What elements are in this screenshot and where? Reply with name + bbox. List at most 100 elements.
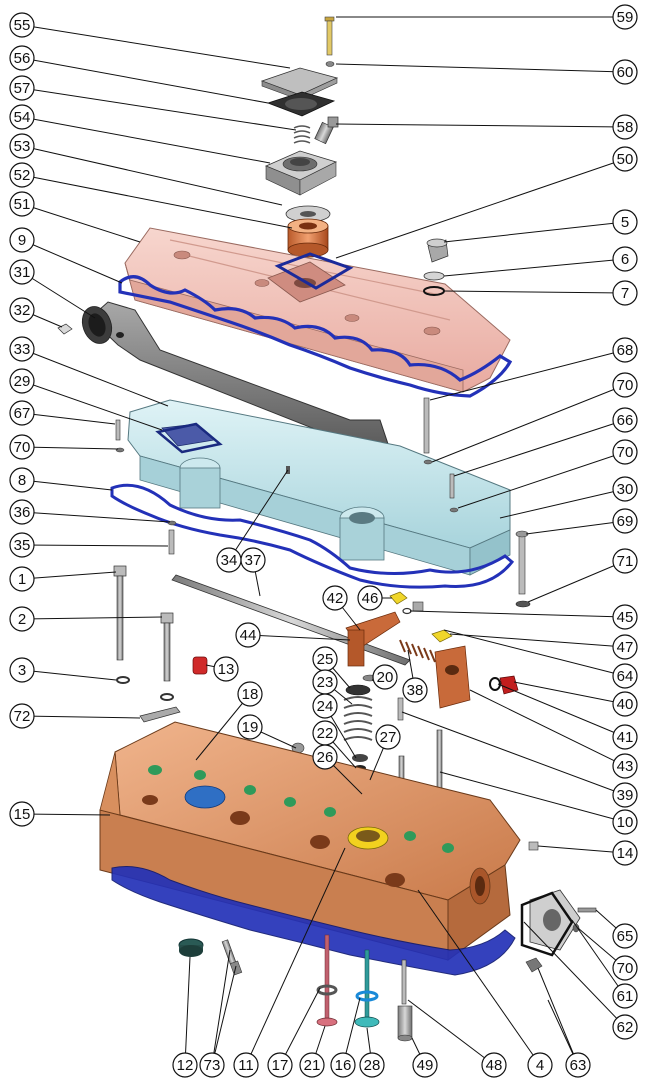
callout-number: 61: [617, 988, 634, 1005]
leader-line-6: [443, 258, 626, 277]
part-47-nut: [431, 629, 453, 643]
callout-circle: [9, 104, 35, 130]
callout-35: 35: [9, 532, 35, 558]
leader-line-18: [195, 693, 251, 761]
callout-circle: [9, 566, 35, 592]
callout-number: 47: [617, 639, 634, 656]
callout-circle: [612, 840, 638, 866]
callout-45: 45: [612, 604, 638, 630]
callout-number: 43: [617, 758, 634, 775]
callout-33: 33: [9, 336, 35, 362]
callout-10: 10: [612, 809, 638, 835]
callout-number: 72: [14, 708, 31, 725]
callout-circle: [612, 724, 638, 750]
part-73-glow-plug: [221, 939, 243, 976]
callout-circle: [240, 547, 266, 573]
leader-line-5: [443, 221, 626, 243]
callout-number: 9: [18, 232, 26, 249]
callout-50: 50: [612, 146, 638, 172]
part-68-long-bolt: [423, 397, 430, 454]
part-29-gasket: [155, 422, 223, 454]
callout-number: 5: [621, 214, 629, 231]
callout-number: 53: [14, 138, 31, 155]
part-46-nut: [389, 591, 408, 605]
callout-number: 73: [204, 1057, 221, 1074]
part-52-copper-bushing: [287, 218, 329, 258]
callout-72: 72: [9, 703, 35, 729]
callout-number: 66: [617, 412, 634, 429]
callout-number: 20: [377, 669, 394, 686]
part-10-pushrod: [436, 729, 443, 797]
callout-37: 37: [240, 547, 266, 573]
callout-number: 11: [238, 1057, 254, 1074]
part-62-flange-gasket: [520, 891, 574, 957]
part-28-exhaust-valve: [354, 949, 380, 1028]
callout-number: 37: [245, 552, 262, 569]
part-55-cap-plate: [260, 67, 339, 96]
callout-number: 63: [570, 1057, 587, 1074]
part-14-plug: [528, 841, 539, 851]
callout-number: 23: [317, 674, 334, 691]
callout-circle: [612, 1014, 638, 1040]
callout-circle: [322, 585, 348, 611]
callout-number: 51: [14, 196, 31, 213]
leader-line-56: [21, 57, 269, 104]
callout-number: 12: [177, 1057, 194, 1074]
callout-number: 42: [327, 590, 344, 607]
leader-line-62: [523, 921, 626, 1028]
callout-number: 49: [417, 1057, 434, 1074]
callout-number: 62: [617, 1019, 634, 1036]
leader-line-2: [21, 616, 163, 620]
leader-line-43: [469, 689, 626, 767]
part-72-lifting-bracket: [139, 706, 181, 723]
callout-29: 29: [9, 368, 35, 394]
part-71-washer: [515, 600, 531, 608]
part-25-spring-cap: [345, 684, 371, 696]
callout-circle: [9, 467, 35, 493]
leader-line-1: [21, 571, 117, 580]
leader-line-68: [429, 349, 626, 401]
callout-38: 38: [402, 677, 428, 703]
callout-number: 60: [617, 64, 634, 81]
callout-number: 17: [272, 1057, 289, 1074]
callout-67: 67: [9, 400, 35, 426]
callout-70: 70: [612, 372, 638, 398]
callout-73: 73: [199, 1052, 225, 1078]
part-6-washer: [423, 271, 445, 281]
callout-circle: [9, 657, 35, 683]
callout-number: 24: [317, 698, 334, 715]
callout-4: 4: [527, 1052, 553, 1078]
callout-circle: [612, 691, 638, 717]
callout-circle: [267, 1052, 293, 1078]
callout-58: 58: [612, 114, 638, 140]
part-40-plug: [499, 675, 519, 695]
callout-number: 26: [317, 749, 334, 766]
leader-line-55: [21, 24, 291, 69]
part-15-cylinder-head: [99, 721, 521, 961]
callout-number: 68: [617, 342, 634, 359]
leader-line-39: [401, 711, 626, 796]
callout-34: 34: [216, 547, 242, 573]
leader-line-31: [21, 271, 96, 319]
callout-circle: [9, 12, 35, 38]
head-gasket: [111, 866, 516, 976]
callout-circle: [375, 724, 401, 750]
callout-number: 6: [621, 251, 629, 268]
part-69-bolt: [518, 533, 526, 595]
leader-line-63: [537, 967, 579, 1066]
callout-40: 40: [612, 691, 638, 717]
part-12-core-plug: [178, 938, 204, 957]
callout-6: 6: [612, 246, 638, 272]
callout-number: 59: [617, 9, 634, 26]
callout-31: 31: [9, 259, 35, 285]
callout-number: 71: [617, 553, 634, 570]
callout-54: 54: [9, 104, 35, 130]
callout-circle: [9, 434, 35, 460]
callout-circle: [9, 336, 35, 362]
callout-number: 52: [14, 167, 31, 184]
part-42-rocker-arm: [345, 611, 401, 667]
leader-line-72: [21, 715, 141, 719]
callout-51: 51: [9, 191, 35, 217]
callout-number: 2: [18, 611, 26, 628]
callout-number: 67: [14, 405, 31, 422]
